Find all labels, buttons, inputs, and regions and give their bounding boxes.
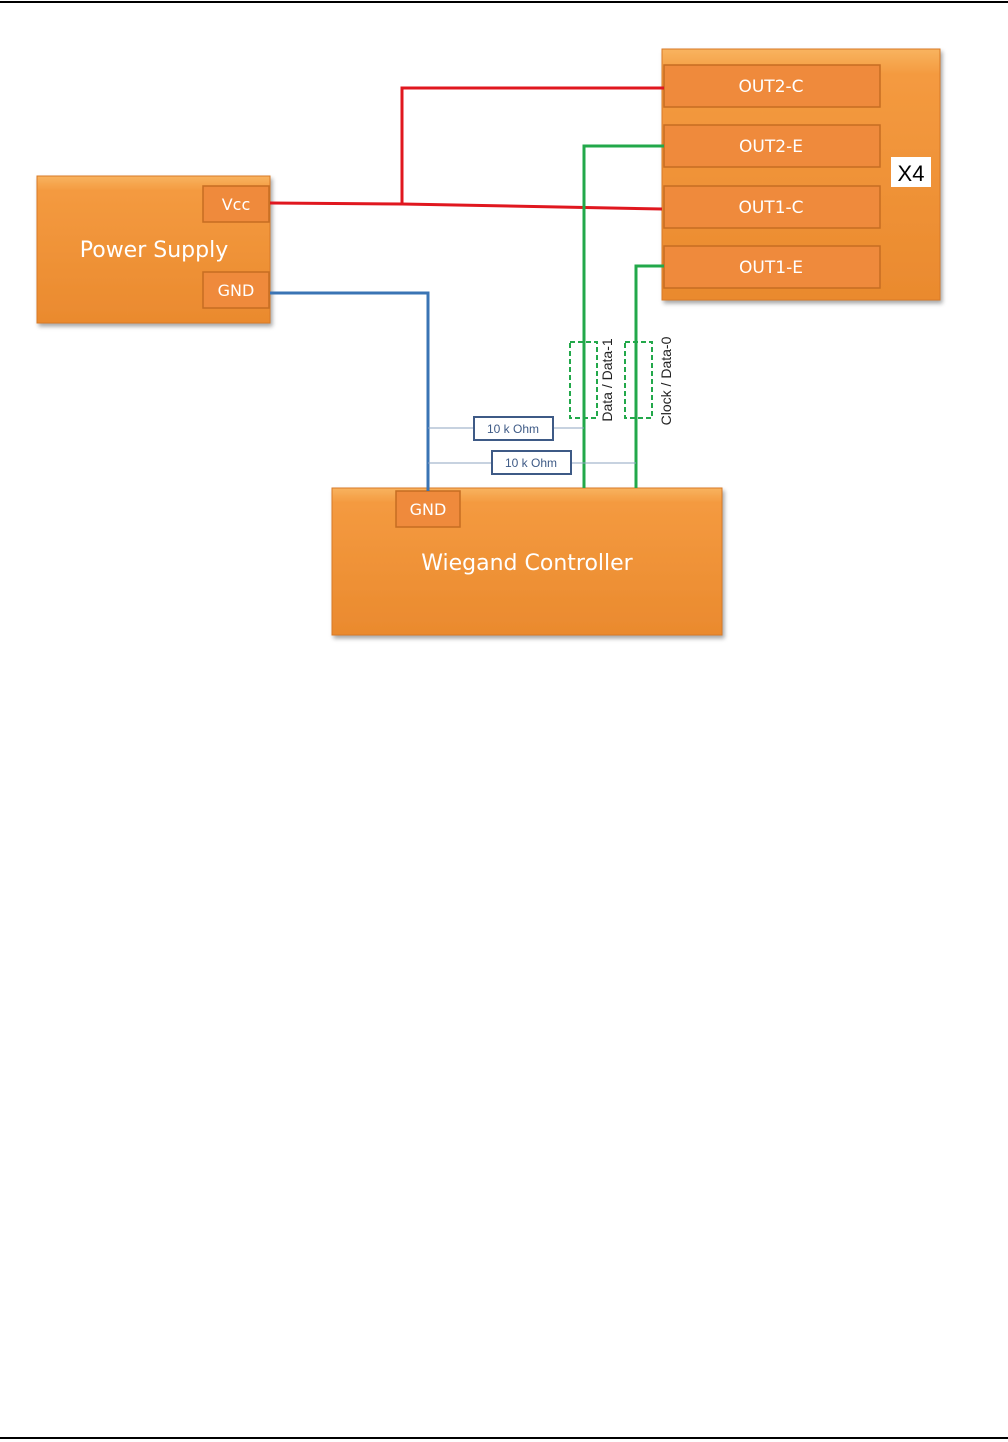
clock-signal-label: Clock / Data-0 — [658, 336, 674, 425]
bottom-rule — [0, 1437, 1008, 1439]
out1-e-port: OUT1-E — [664, 246, 880, 288]
wiegand-gnd-label: GND — [410, 500, 447, 519]
x4-title-box: X4 — [891, 157, 931, 187]
clock-shield-marker — [625, 342, 652, 418]
vcc-label: Vcc — [222, 195, 251, 214]
data-wire — [584, 146, 664, 488]
vcc-wires — [270, 88, 664, 209]
out2-c-port: OUT2-C — [664, 65, 880, 107]
x4-title: X4 — [898, 161, 925, 186]
gnd-wire — [270, 293, 428, 491]
out2-e-port: OUT2-E — [664, 125, 880, 167]
resistor-2: 10 k Ohm — [492, 451, 571, 474]
signal-wires — [584, 146, 664, 488]
power-supply-title: Power Supply — [80, 238, 228, 263]
out2-e-label: OUT2-E — [739, 137, 803, 157]
out1-c-port: OUT1-C — [664, 186, 880, 228]
x4-module-block: X4 OUT2-C OUT2-E OUT1-C OUT1-E — [662, 49, 940, 300]
wiegand-controller-block: Wiegand Controller GND — [332, 488, 722, 635]
resistor-1: 10 k Ohm — [474, 417, 553, 440]
out2-c-label: OUT2-C — [738, 77, 803, 97]
out1-e-label: OUT1-E — [739, 258, 803, 278]
power-supply-gnd-port: GND — [203, 272, 269, 308]
wiegand-controller-title: Wiegand Controller — [421, 551, 633, 576]
data-signal-label: Data / Data-1 — [599, 338, 615, 421]
wiegand-gnd-port: GND — [396, 491, 460, 527]
resistor-1-label: 10 k Ohm — [487, 422, 539, 436]
wiring-diagram: Power Supply Vcc GND X4 OUT2-C OUT2-E OU… — [0, 0, 1008, 720]
gnd-wires — [270, 293, 428, 491]
resistor-2-label: 10 k Ohm — [505, 456, 557, 470]
power-supply-block: Power Supply Vcc GND — [37, 176, 270, 323]
vcc-to-out1-c-wire — [270, 203, 662, 209]
power-supply-vcc-port: Vcc — [203, 186, 269, 222]
gnd-label: GND — [218, 281, 255, 300]
out1-c-label: OUT1-C — [738, 198, 803, 218]
